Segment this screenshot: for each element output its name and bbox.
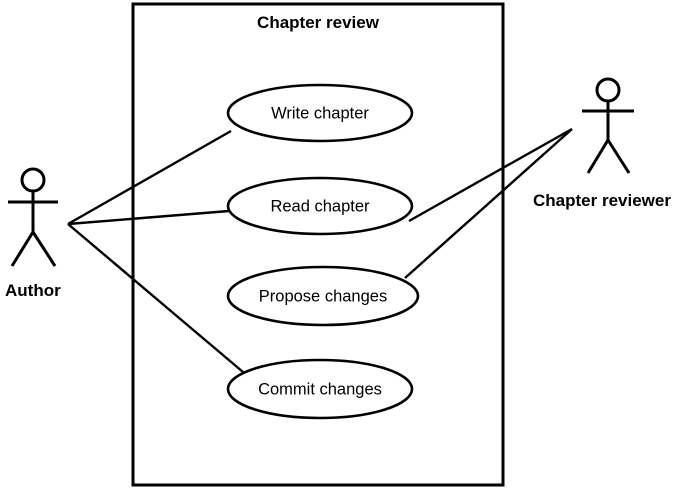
system-boundary-title: Chapter review: [257, 13, 380, 32]
actor-author[interactable]: Author: [5, 167, 61, 300]
association-lines-group: [67, 127, 573, 373]
use-case-ellipse: [226, 83, 414, 143]
association-reviewer-read-chapter: [408, 127, 573, 223]
actor-leg-left-line: [586, 139, 610, 174]
actor-head-icon: [20, 167, 46, 193]
actor-leg-left-line: [10, 231, 35, 267]
use-case-commit-changes[interactable]: Commit changes: [226, 358, 414, 420]
association-author-commit-changes: [67, 223, 244, 373]
use-case-label: Read chapter: [270, 197, 370, 215]
association-author-read-chapter: [67, 209, 230, 226]
association-reviewer-propose-changes: [404, 128, 573, 279]
use-case-label: Commit changes: [258, 380, 382, 398]
use-case-propose-changes[interactable]: Propose changes: [226, 265, 420, 327]
use-case-ellipse: [226, 176, 414, 236]
use-case-label: Propose changes: [259, 287, 387, 305]
use-case-label: Write chapter: [271, 104, 369, 122]
actor-label: Chapter reviewer: [533, 191, 671, 210]
actor-head-icon: [595, 77, 621, 103]
use-case-read-chapter[interactable]: Read chapter: [226, 176, 414, 236]
actor-label: Author: [5, 281, 61, 300]
association-author-write-chapter: [67, 129, 232, 226]
actor-leg-right-line: [31, 231, 57, 267]
actor-leg-right-line: [606, 139, 631, 174]
use-case-ellipse: [226, 358, 414, 420]
actor-chapter-reviewer[interactable]: Chapter reviewer: [533, 77, 671, 210]
use-case-write-chapter[interactable]: Write chapter: [226, 83, 414, 143]
use-case-ellipse: [226, 265, 420, 327]
